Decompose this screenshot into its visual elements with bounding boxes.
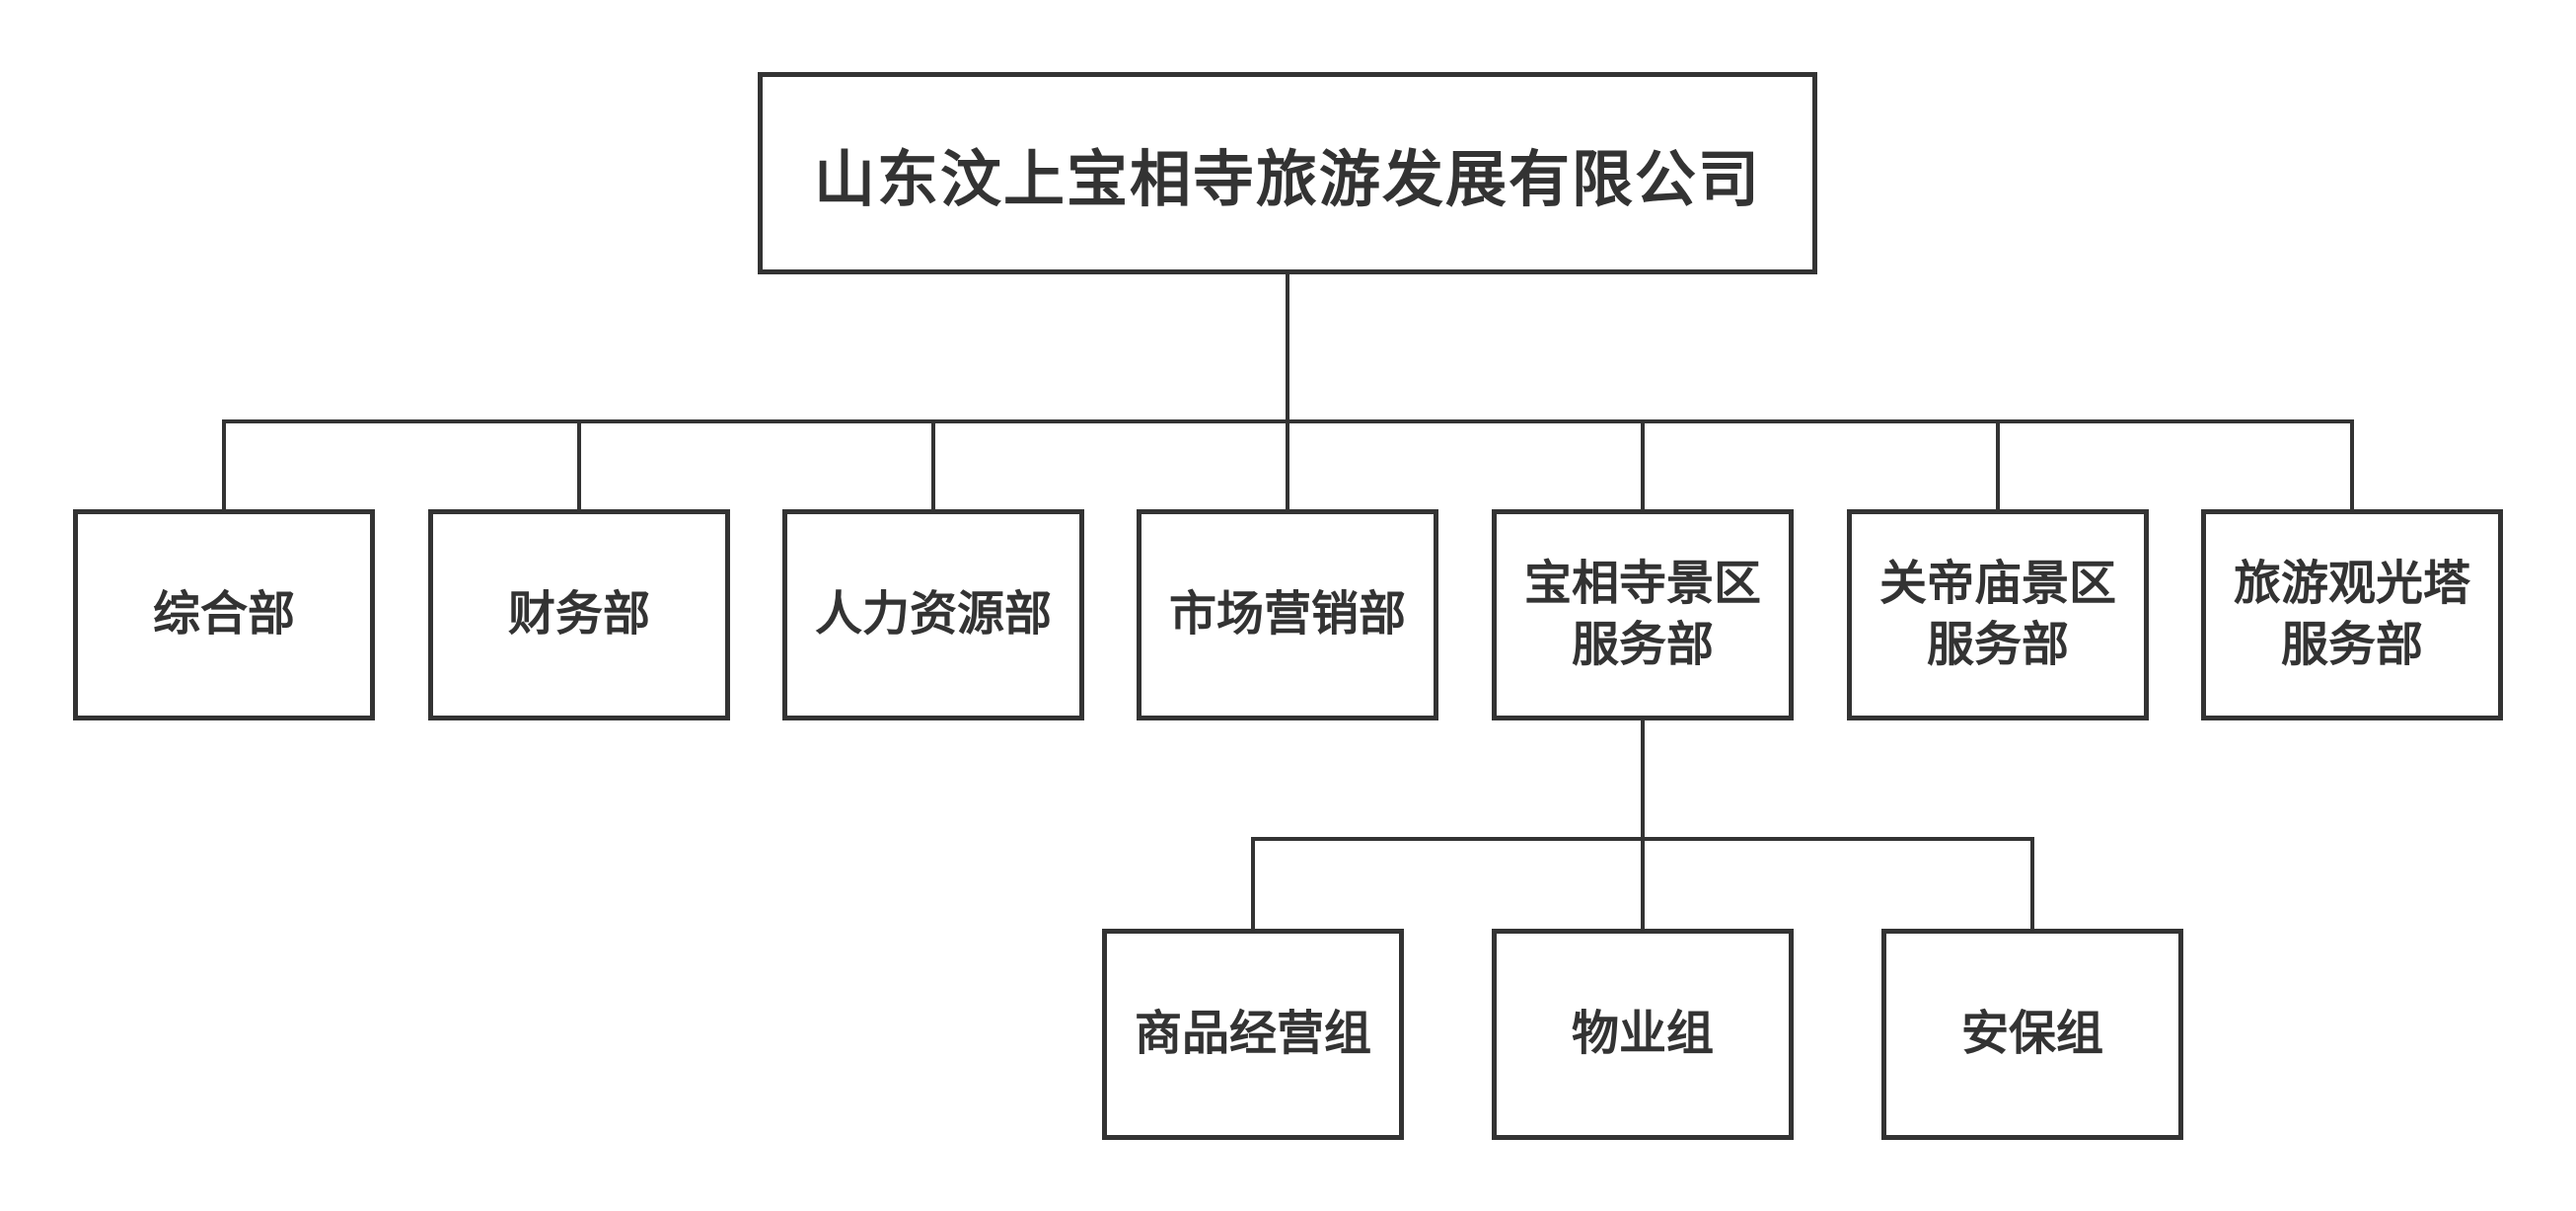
node-dept-baoxiangsi-scenic-service: 宝相寺景区 服务部 bbox=[1492, 509, 1794, 720]
node-label: 商品经营组 bbox=[1134, 1007, 1371, 1060]
connector-root-stem bbox=[1286, 269, 1289, 423]
connector-baoxiangsi-stem bbox=[1641, 716, 1645, 841]
connector-drop-guandimiao-service bbox=[1996, 419, 2000, 514]
node-label: 人力资源部 bbox=[814, 587, 1052, 641]
connector-drop-finance bbox=[577, 419, 581, 514]
node-group-property: 物业组 bbox=[1492, 929, 1794, 1140]
connector-drop-marketing bbox=[1286, 419, 1289, 514]
connector-drop-security-group bbox=[2030, 837, 2034, 934]
node-dept-general-affairs: 综合部 bbox=[73, 509, 375, 720]
node-label: 关帝庙景区 服务部 bbox=[1878, 557, 2116, 671]
node-label: 旅游观光塔 服务部 bbox=[2233, 557, 2470, 671]
node-label: 安保组 bbox=[1960, 1007, 2103, 1060]
node-dept-human-resources: 人力资源部 bbox=[782, 509, 1084, 720]
node-group-merchandise: 商品经营组 bbox=[1102, 929, 1404, 1140]
node-dept-marketing: 市场营销部 bbox=[1137, 509, 1438, 720]
connector-drop-property-group bbox=[1641, 837, 1645, 934]
connector-drop-sightseeing-tower-service bbox=[2350, 419, 2354, 514]
node-company: 山东汶上宝相寺旅游发展有限公司 bbox=[758, 72, 1817, 274]
node-label: 综合部 bbox=[152, 587, 295, 641]
node-dept-guandimiao-scenic-service: 关帝庙景区 服务部 bbox=[1847, 509, 2149, 720]
node-group-security: 安保组 bbox=[1881, 929, 2183, 1140]
node-label: 宝相寺景区 服务部 bbox=[1523, 557, 1761, 671]
node-dept-sightseeing-tower-service: 旅游观光塔 服务部 bbox=[2201, 509, 2503, 720]
connector-drop-human-resources bbox=[931, 419, 935, 514]
connector-drop-baoxiangsi-service bbox=[1641, 419, 1645, 514]
node-label: 市场营销部 bbox=[1168, 587, 1406, 641]
node-label: 财务部 bbox=[507, 587, 650, 641]
connector-drop-general-affairs bbox=[222, 419, 226, 514]
node-dept-finance: 财务部 bbox=[428, 509, 730, 720]
node-label: 山东汶上宝相寺旅游发展有限公司 bbox=[813, 145, 1761, 214]
connector-drop-merchandise-group bbox=[1251, 837, 1255, 934]
node-label: 物业组 bbox=[1571, 1007, 1714, 1060]
